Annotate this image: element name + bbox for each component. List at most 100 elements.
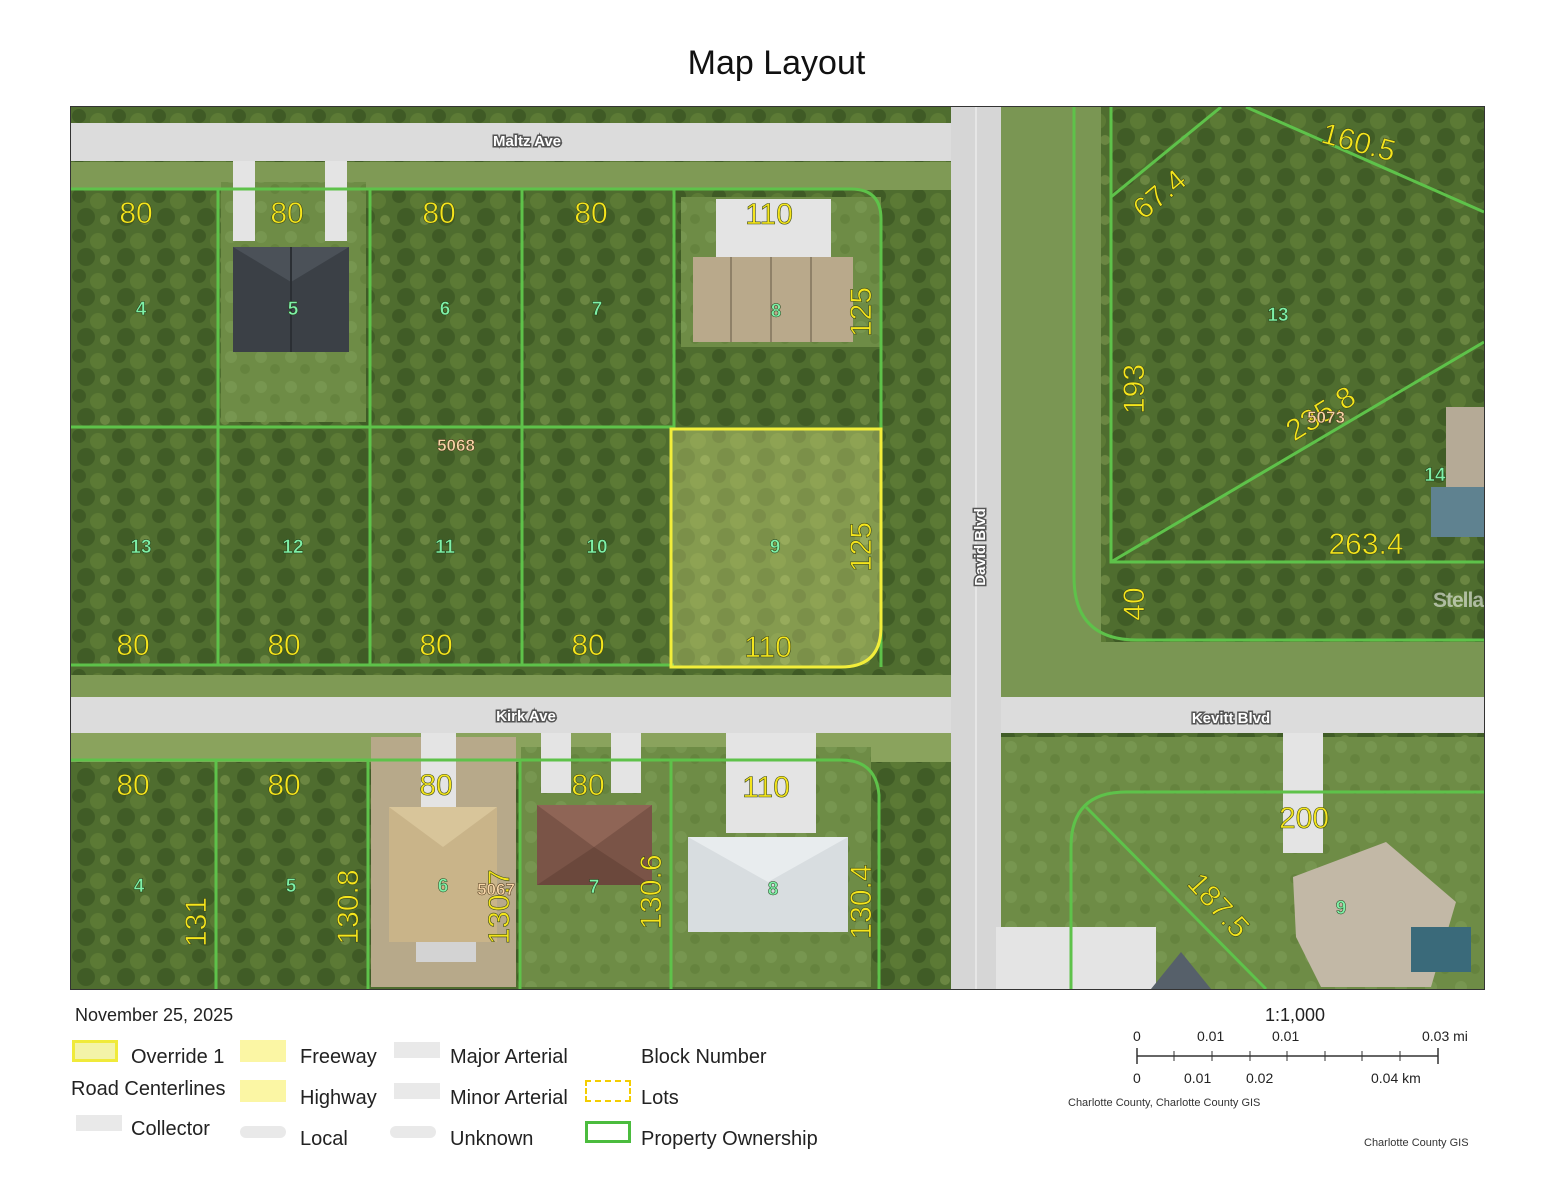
lot-number: 11 (435, 537, 456, 558)
house-se-9 (1293, 842, 1471, 987)
dim-label: 130.7 (483, 869, 516, 944)
house-top-8 (693, 257, 853, 342)
house-bot-6 (389, 807, 497, 962)
scale-km-3: 0.04 km (1371, 1070, 1421, 1086)
scale-ratio: 1:1,000 (1265, 1005, 1326, 1025)
lot-number: 12 (282, 537, 303, 558)
legend-property-ownership: Property Ownership (641, 1128, 818, 1150)
map-title: Map Layout (687, 44, 866, 82)
verge (71, 675, 951, 697)
legend-local: Local (300, 1128, 348, 1150)
lot-number: 14 (1424, 465, 1446, 486)
dim-label: 130.4 (845, 864, 878, 939)
lot-number: 6 (440, 299, 451, 320)
lot-number: 4 (136, 299, 147, 320)
minor-arterial-swatch (394, 1083, 440, 1099)
legend-lots: Lots (641, 1087, 679, 1109)
major-arterial-swatch (394, 1042, 440, 1058)
lot-numbers: 4 5 6 7 8 13 12 11 10 9 4 5 6 7 8 13 14 … (130, 299, 1446, 920)
house-ne-14 (1431, 407, 1484, 537)
dim-label: 80 (116, 769, 149, 802)
street-label-kevitt: Kevitt Blvd (1192, 710, 1270, 727)
map-canvas[interactable]: 80 80 80 80 110 125 80 80 80 80 110 125 … (71, 107, 1484, 989)
scale-mi-2: 0.01 (1272, 1028, 1300, 1044)
lot-number: 7 (592, 299, 603, 320)
dim-label: 80 (267, 629, 300, 662)
house-top-5 (233, 247, 349, 352)
dim-label: 80 (419, 629, 452, 662)
dim-label: 40 (1118, 587, 1151, 620)
highlighted-parcel[interactable] (669, 427, 883, 669)
legend-override: Override 1 (131, 1046, 225, 1068)
block-number: 5067 (477, 880, 515, 899)
legend-minor-arterial: Minor Arterial (450, 1087, 568, 1109)
dim-label: 131 (180, 897, 213, 947)
lot-number: 8 (771, 301, 782, 322)
property-ownership-swatch (585, 1121, 631, 1143)
scale-mi-3: 0.03 mi (1422, 1028, 1468, 1044)
scale-km-1: 0.01 (1184, 1070, 1212, 1086)
watermark: StellarMLS (1433, 589, 1484, 612)
dim-label: 130.8 (332, 869, 365, 944)
scale-mi-0: 0 (1133, 1028, 1141, 1044)
lot-number: 13 (1267, 305, 1288, 326)
verge (71, 162, 951, 190)
road-kirk-kevitt (71, 697, 1484, 733)
scale-mi-1: 0.01 (1197, 1028, 1225, 1044)
collector-swatch (76, 1115, 122, 1131)
lot-number: 7 (589, 877, 600, 898)
scale-bar (1136, 1048, 1439, 1064)
highway-swatch (240, 1080, 286, 1102)
lot-number: 8 (768, 879, 779, 900)
legend-major-arterial: Major Arterial (450, 1046, 568, 1068)
lot-number: 10 (586, 537, 607, 558)
override-swatch (72, 1040, 118, 1062)
legend-road-centerlines: Road Centerlines (71, 1078, 226, 1100)
dim-label: 200 (1279, 802, 1329, 835)
freeway-swatch (240, 1040, 286, 1062)
lots-swatch (585, 1080, 631, 1102)
legend-block-number: Block Number (641, 1046, 767, 1068)
lot-number: 5 (286, 876, 297, 897)
street-label-maltz: Maltz Ave (493, 133, 561, 150)
street-label-david: David Blvd (972, 508, 989, 586)
credit-line-1: Charlotte County, Charlotte County GIS (1068, 1097, 1261, 1109)
dim-label: 80 (270, 197, 303, 230)
scale-km-0: 0 (1133, 1070, 1141, 1086)
street-label-kirk: Kirk Ave (496, 708, 556, 725)
map-date: November 25, 2025 (75, 1005, 234, 1025)
lot-number: 6 (438, 876, 449, 897)
dim-label: 110 (742, 771, 790, 804)
dim-label: 80 (574, 197, 607, 230)
dim-label: 80 (571, 629, 604, 662)
block-numbers: 5068 5067 5073 (437, 408, 1345, 900)
dim-label: 80 (267, 769, 300, 802)
legend-freeway: Freeway (300, 1046, 377, 1068)
map-view[interactable]: 80 80 80 80 110 125 80 80 80 80 110 125 … (70, 106, 1485, 990)
lot-number: 4 (134, 876, 145, 897)
lot-number: 13 (130, 537, 151, 558)
dim-label: 125 (845, 287, 878, 337)
dim-label: 80 (422, 197, 455, 230)
house-se-partial (1151, 952, 1211, 989)
verge (1001, 107, 1101, 697)
legend-unknown: Unknown (450, 1128, 534, 1150)
dim-label: 80 (116, 629, 149, 662)
unknown-swatch (390, 1126, 436, 1138)
dim-label: 193 (1118, 364, 1151, 414)
road-maltz (71, 123, 951, 161)
house-bot-7 (537, 805, 652, 885)
dim-label: 80 (571, 769, 604, 802)
house-bot-8 (688, 837, 848, 932)
verge (1071, 642, 1484, 697)
dim-label: 80 (419, 769, 452, 802)
block-number: 5073 (1307, 408, 1345, 427)
lot-number: 9 (1336, 898, 1347, 919)
dim-label: 263.4 (1328, 528, 1403, 561)
dim-label: 125 (845, 522, 878, 572)
scale-km-2: 0.02 (1246, 1070, 1274, 1086)
block-number: 5068 (437, 436, 475, 455)
dim-label: 130.6 (635, 854, 668, 929)
legend-collector: Collector (131, 1118, 210, 1140)
street-labels: Maltz Ave Kirk Ave Kevitt Blvd David Blv… (491, 132, 1271, 729)
